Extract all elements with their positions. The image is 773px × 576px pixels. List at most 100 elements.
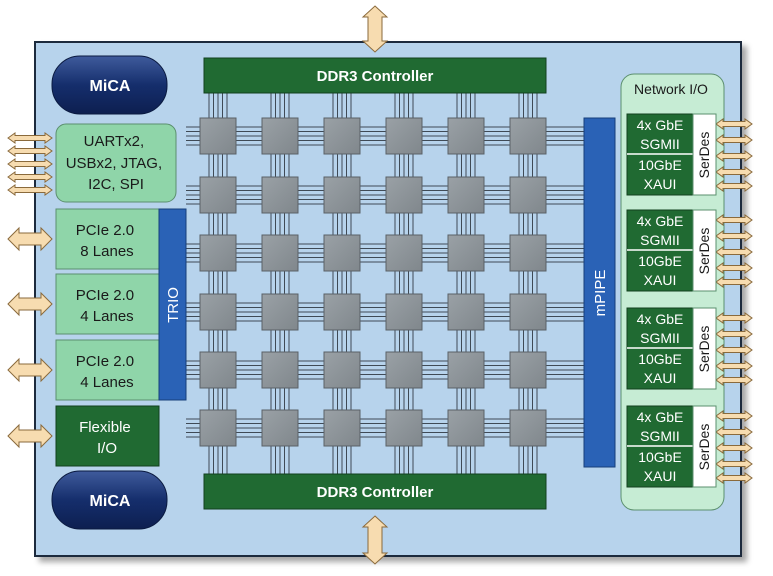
mica-bottom [51, 470, 168, 530]
processor-tile [199, 409, 237, 447]
double-arrow [715, 150, 753, 162]
mpipe-label: mPIPE [592, 270, 609, 317]
double-arrow [715, 214, 753, 226]
gbe-sgmii-box [626, 113, 694, 155]
processor-tile [447, 409, 485, 447]
double-arrow [7, 291, 53, 317]
ddr3-controller-top [203, 57, 547, 94]
processor-tile [447, 117, 485, 155]
processor-tile [199, 234, 237, 272]
double-arrow [715, 276, 753, 288]
gbe-line-2: SGMII [640, 428, 680, 444]
processor-tile [447, 351, 485, 389]
double-arrow [7, 226, 53, 252]
processor-tile [447, 234, 485, 272]
processor-tile [323, 234, 361, 272]
gbe-sgmii-box [626, 405, 694, 447]
double-arrow [715, 360, 753, 372]
serdes-box [692, 307, 717, 390]
processor-tile [261, 117, 299, 155]
flex-io-line-2: I/O [97, 440, 117, 457]
processor-tile [261, 176, 299, 214]
double-arrow [715, 374, 753, 386]
processor-tile [447, 293, 485, 331]
processor-tile [385, 293, 423, 331]
misc-io-line-3: I2C, SPI [88, 176, 144, 193]
processor-tile [199, 351, 237, 389]
pcie-1-line-1: PCIe 2.0 [76, 222, 134, 239]
double-arrow [715, 134, 753, 146]
double-arrow [715, 262, 753, 274]
processor-tile [261, 293, 299, 331]
double-arrow [715, 230, 753, 242]
processor-tile [385, 234, 423, 272]
pcie-3-line-2: 4 Lanes [80, 374, 133, 391]
processor-tile [261, 409, 299, 447]
misc-io-line-2: USBx2, JTAG, [66, 155, 162, 172]
pcie-2-line-2: 4 Lanes [80, 308, 133, 325]
gbe-line-1: 4x GbE [637, 409, 684, 425]
double-arrow [715, 246, 753, 258]
mica-top [51, 55, 168, 115]
double-arrow [715, 458, 753, 470]
double-arrow [7, 357, 53, 383]
network-port-groups: 4x GbE SGMII 10GbE XAUI SerDes 4x GbE SGMII 10G… [626, 113, 753, 488]
processor-tile [385, 409, 423, 447]
processor-tile [385, 117, 423, 155]
xaui-line-2: XAUI [644, 468, 677, 484]
processor-tile [509, 351, 547, 389]
pcie-4-lanes-block-1 [55, 273, 160, 335]
xaui-line-1: 10GbE [638, 449, 682, 465]
serdes-label: SerDes [696, 326, 712, 373]
svg-text:UARTx2, USBx2, JTAG, I: UARTx2, USBx2, JTAG, I2C, SPI [66, 133, 167, 193]
processor-tile [261, 234, 299, 272]
processor-tile [323, 176, 361, 214]
mica-bottom-label: MiCA [90, 493, 131, 510]
double-arrow [715, 442, 753, 454]
pcie-2-line-1: PCIe 2.0 [76, 287, 134, 304]
xaui-line-1: 10GbE [638, 351, 682, 367]
network-io-title: Network I/O [634, 81, 708, 97]
misc-io-block [55, 123, 177, 203]
misc-io-line-1: UARTx2, [84, 133, 145, 150]
memory-io-arrows [361, 5, 389, 565]
double-arrow [7, 145, 53, 157]
flexible-io-block [55, 405, 160, 467]
ddr3-controller-bottom [203, 473, 547, 510]
processor-tile [385, 351, 423, 389]
serdes-box [692, 113, 717, 196]
double-arrow [7, 132, 53, 144]
processor-tile [509, 176, 547, 214]
xaui-box [626, 445, 694, 488]
double-arrow [715, 344, 753, 356]
double-arrow [7, 171, 53, 183]
xaui-line-2: XAUI [644, 272, 677, 288]
processor-tile [199, 176, 237, 214]
double-arrow [715, 166, 753, 178]
ddr3-controller-top-label: DDR3 Controller [317, 68, 434, 85]
double-arrow [7, 158, 53, 170]
processor-tile [509, 117, 547, 155]
trio-bar [158, 208, 187, 401]
xaui-line-1: 10GbE [638, 253, 682, 269]
xaui-line-2: XAUI [644, 176, 677, 192]
processor-tile [385, 176, 423, 214]
network-port-group: 4x GbE SGMII 10GbE XAUI SerDes [626, 307, 753, 390]
gbe-line-2: SGMII [640, 330, 680, 346]
pcie-3-line-1: PCIe 2.0 [76, 353, 134, 370]
double-arrow [361, 5, 389, 53]
svg-text:PCIe 2.0 8 Lanes: PCIe 2.0 8 Lanes [76, 222, 139, 260]
processor-tile [509, 409, 547, 447]
xaui-line-2: XAUI [644, 370, 677, 386]
processor-tile [509, 234, 547, 272]
gbe-line-1: 4x GbE [637, 311, 684, 327]
flex-io-line-1: Flexible [79, 419, 131, 436]
svg-text:PCIe 2.0 4 Lanes: PCIe 2.0 4 Lanes [76, 287, 139, 325]
processor-tile [323, 409, 361, 447]
processor-tile [199, 117, 237, 155]
serdes-label: SerDes [696, 228, 712, 275]
io-arrows [7, 132, 53, 449]
